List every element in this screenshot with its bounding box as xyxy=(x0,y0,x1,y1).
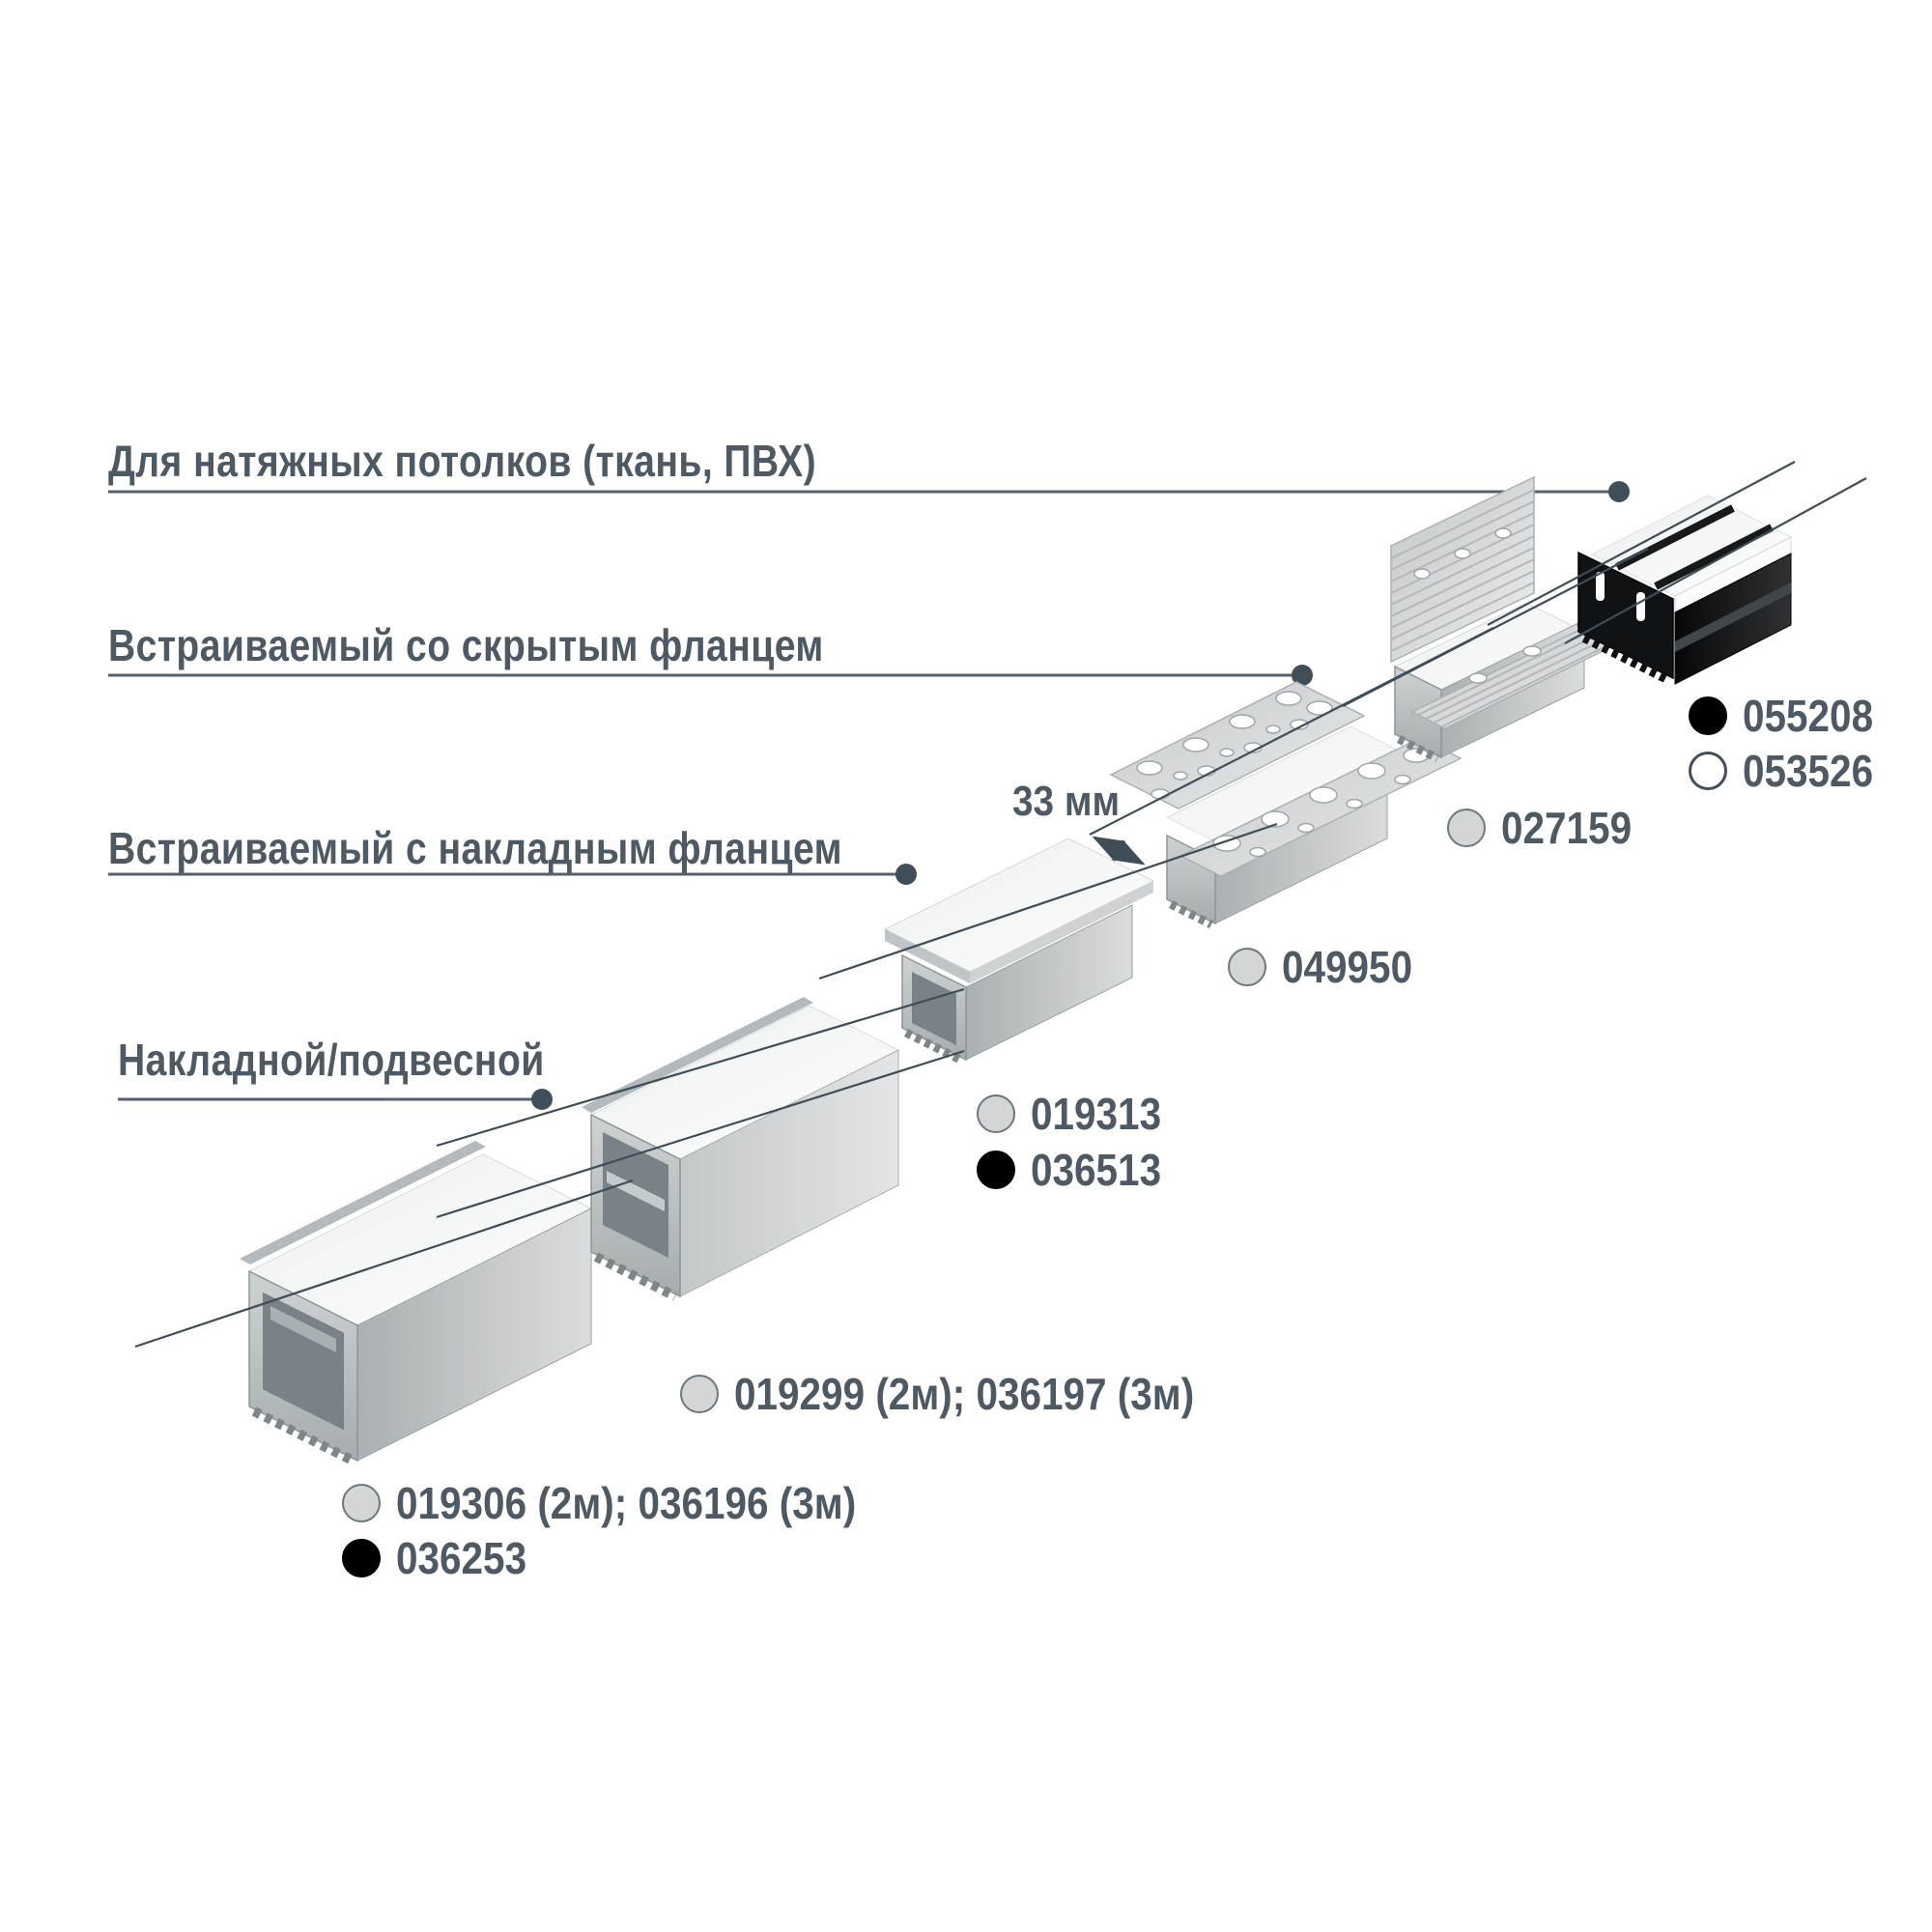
category-label-hidden-flange: Встраиваемый со скрытым фланцем xyxy=(108,620,824,670)
color-dot-icon xyxy=(1228,948,1266,986)
article-code: 019313 xyxy=(1031,1089,1162,1139)
alignment-guide-lines xyxy=(134,461,1867,1349)
color-dot-icon xyxy=(977,1151,1015,1189)
color-dot-icon xyxy=(977,1094,1015,1133)
legend-item: 036513 xyxy=(977,1145,1179,1195)
legend-item: 019313 xyxy=(977,1089,1179,1139)
legend-item: 019306 (2м); 036196 (3м) xyxy=(342,1478,919,1528)
article-code: 027159 xyxy=(1501,803,1633,853)
article-code: 019306 (2м); 036196 (3м) xyxy=(396,1478,857,1528)
legend-item: 027159 xyxy=(1447,803,1650,853)
legend-item: 055208 xyxy=(1689,691,1891,741)
dimension-label-33mm: 33 мм xyxy=(1012,778,1121,825)
legend-item: 019299 (2м); 036197 (3м) xyxy=(680,1369,1257,1419)
article-code: 053526 xyxy=(1743,746,1874,796)
article-code: 019299 (2м); 036197 (3м) xyxy=(734,1369,1195,1419)
legend-item: 036253 xyxy=(342,1533,545,1583)
article-code: 055208 xyxy=(1743,691,1874,741)
category-label-surface-flange: Встраиваемый с накладным фланцем xyxy=(108,823,842,873)
article-code: 036513 xyxy=(1031,1145,1162,1195)
color-dot-icon xyxy=(342,1484,381,1522)
profile-027159-illustration xyxy=(1390,475,1654,763)
profile-049950-illustration xyxy=(1109,681,1463,929)
dimension-arrow-33mm xyxy=(1092,836,1146,866)
color-dot-icon xyxy=(680,1375,719,1413)
category-underline-dots xyxy=(531,481,1630,1110)
profile-019299-illustration xyxy=(582,997,900,1301)
article-code: 036253 xyxy=(396,1533,527,1583)
legend-item: 053526 xyxy=(1689,746,1891,796)
color-dot-icon xyxy=(342,1539,381,1577)
legend-item: 049950 xyxy=(1228,942,1431,992)
article-code: 049950 xyxy=(1282,942,1413,992)
profile-019313-illustration xyxy=(883,838,1155,1065)
category-underlines xyxy=(108,490,1609,1101)
profile-019306-illustration xyxy=(240,1141,593,1466)
color-dot-icon xyxy=(1689,752,1727,790)
category-label-stretch-ceiling: Для натяжных потолков (ткань, ПВХ) xyxy=(108,436,817,486)
profile-055208-illustration xyxy=(1577,495,1793,685)
color-dot-icon xyxy=(1447,809,1486,847)
category-label-surface-suspended: Накладной/подвесной xyxy=(118,1035,545,1085)
color-dot-icon xyxy=(1689,696,1727,735)
